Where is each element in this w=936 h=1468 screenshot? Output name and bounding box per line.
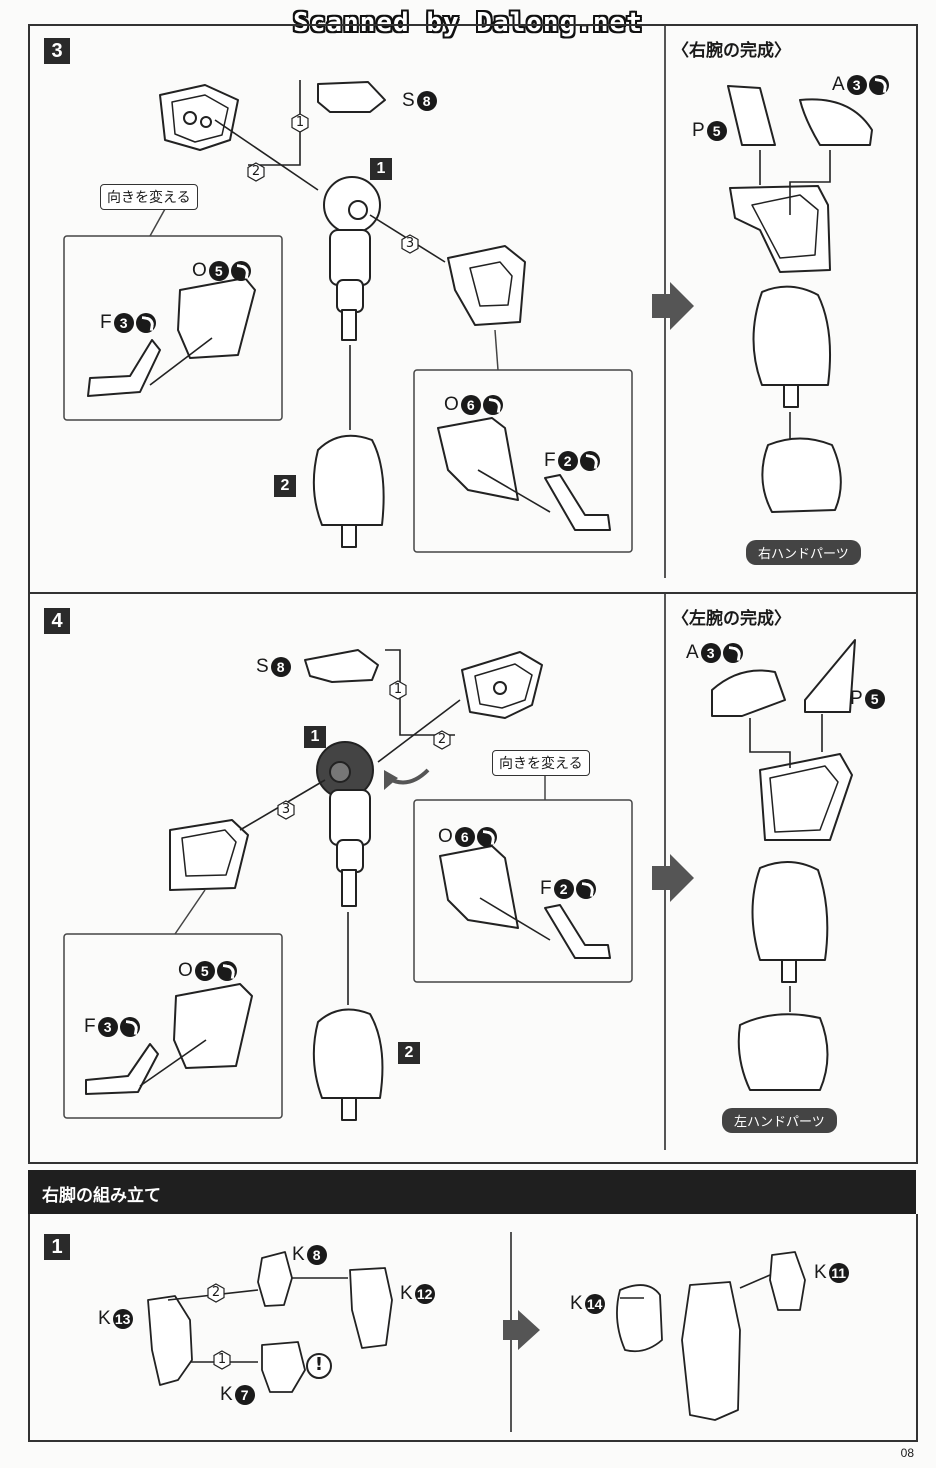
step4-subassembly-1-badge: 1	[304, 726, 326, 748]
step4-hand-label: 左ハンドパーツ	[722, 1108, 837, 1133]
cut-icon	[135, 313, 156, 333]
step3-hand-label: 右ハンドパーツ	[746, 540, 861, 565]
step3-number: 3	[44, 38, 70, 64]
step4-substep-3: 3	[276, 800, 296, 820]
cut-icon	[722, 643, 743, 663]
right-leg-title: 右脚の組み立て	[42, 1186, 161, 1206]
right-leg-step-number: 1	[44, 1234, 70, 1260]
cut-icon	[575, 879, 596, 899]
cut-icon	[579, 451, 600, 471]
step3-rotate-tag: 向きを変える	[100, 184, 198, 210]
right-leg-substep-2: 2	[206, 1283, 226, 1303]
step3-completion-title: 〈右腕の完成〉	[672, 41, 791, 61]
step4-panel	[28, 592, 918, 1164]
step3-substep-2: 2	[246, 162, 266, 182]
cut-icon	[482, 395, 503, 415]
right-leg-panel	[28, 1214, 918, 1442]
step4-number: 4	[44, 608, 70, 634]
step4-substep-1: 1	[388, 680, 408, 700]
caution-icon: !	[314, 1354, 324, 1375]
cut-icon	[119, 1017, 140, 1037]
step3-substep-3: 3	[400, 234, 420, 254]
step4-rotate-tag: 向きを変える	[492, 750, 590, 776]
step3-subassembly-2-badge: 2	[274, 475, 296, 497]
step3-substep-1: 1	[290, 113, 310, 133]
right-leg-substep-1: 1	[212, 1350, 232, 1370]
step4-completion-title: 〈左腕の完成〉	[672, 609, 791, 629]
step3-illustration	[63, 80, 873, 553]
step4-illustration	[63, 639, 856, 1121]
cut-icon	[476, 827, 497, 847]
cut-icon	[216, 961, 237, 981]
right-leg-banner: 右脚の組み立て	[28, 1170, 916, 1214]
page-number: 08	[900, 1446, 914, 1460]
cut-icon	[868, 75, 889, 95]
step3-subassembly-1-badge: 1	[370, 158, 392, 180]
watermark: Scanned by Dalong.net	[293, 8, 643, 38]
cut-icon	[230, 261, 251, 281]
step4-subassembly-2-badge: 2	[398, 1042, 420, 1064]
step4-substep-2: 2	[432, 730, 452, 750]
